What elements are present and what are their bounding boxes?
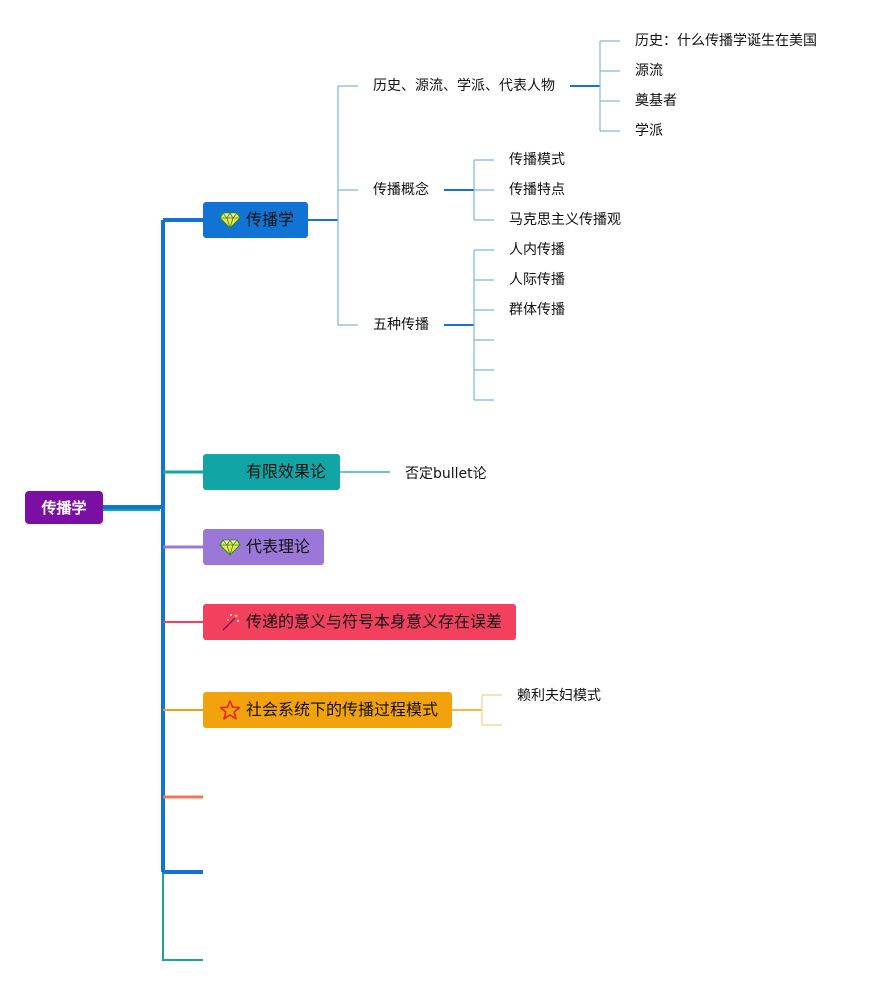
branch-label: 有限效果论 bbox=[246, 462, 327, 481]
subtopic-communication-features[interactable]: 传播特点 bbox=[509, 182, 565, 198]
subtopic-schools[interactable]: 学派 bbox=[635, 123, 663, 139]
root-label: 传播学 bbox=[41, 499, 87, 517]
branch-node-social-system-model[interactable]: 社会系统下的传播过程模式 bbox=[203, 692, 452, 728]
sparkle-icon bbox=[222, 614, 239, 631]
branch-label: 社会系统下的传播过程模式 bbox=[246, 700, 439, 719]
branch-node-meaning-error[interactable]: 传递的意义与符号本身意义存在误差 bbox=[203, 604, 516, 640]
branch-node-limited-effects[interactable]: 有限效果论 bbox=[203, 454, 340, 490]
root-node[interactable]: 传播学 bbox=[25, 491, 103, 524]
star-icon bbox=[219, 700, 241, 720]
subtopic-history-america[interactable]: 历史：什么传播学诞生在美国 bbox=[635, 33, 817, 49]
topic-history-schools[interactable]: 历史、源流、学派、代表人物 bbox=[373, 78, 555, 94]
subtopic-communication-model[interactable]: 传播模式 bbox=[509, 152, 565, 168]
branch-node-representative-theory[interactable]: 代表理论 bbox=[203, 529, 324, 565]
subtopic-founders[interactable]: 奠基者 bbox=[635, 93, 677, 109]
subtopic-interpersonal[interactable]: 人际传播 bbox=[509, 272, 565, 288]
topic-deny-bullet[interactable]: 否定bullet论 bbox=[405, 466, 487, 482]
branch-label: 传递的意义与符号本身意义存在误差 bbox=[246, 612, 503, 631]
topic-riley-model[interactable]: 赖利夫妇模式 bbox=[517, 688, 601, 704]
branch-label: 传播学 bbox=[246, 210, 295, 229]
trunk-line-green bbox=[162, 872, 203, 961]
topic-communication-concept[interactable]: 传播概念 bbox=[373, 182, 429, 198]
subtopic-group[interactable]: 群体传播 bbox=[509, 302, 565, 318]
topic-five-communication[interactable]: 五种传播 bbox=[373, 317, 429, 333]
branch-label: 代表理论 bbox=[246, 537, 311, 556]
subtopic-marxist-view[interactable]: 马克思主义传播观 bbox=[509, 212, 621, 228]
diamond-icon bbox=[219, 539, 241, 556]
subtopic-intrapersonal[interactable]: 人内传播 bbox=[509, 242, 565, 258]
branch-node-chuanboxue[interactable]: 传播学 bbox=[203, 202, 308, 238]
diamond-icon bbox=[219, 212, 241, 229]
subtopic-origins[interactable]: 源流 bbox=[635, 63, 663, 79]
